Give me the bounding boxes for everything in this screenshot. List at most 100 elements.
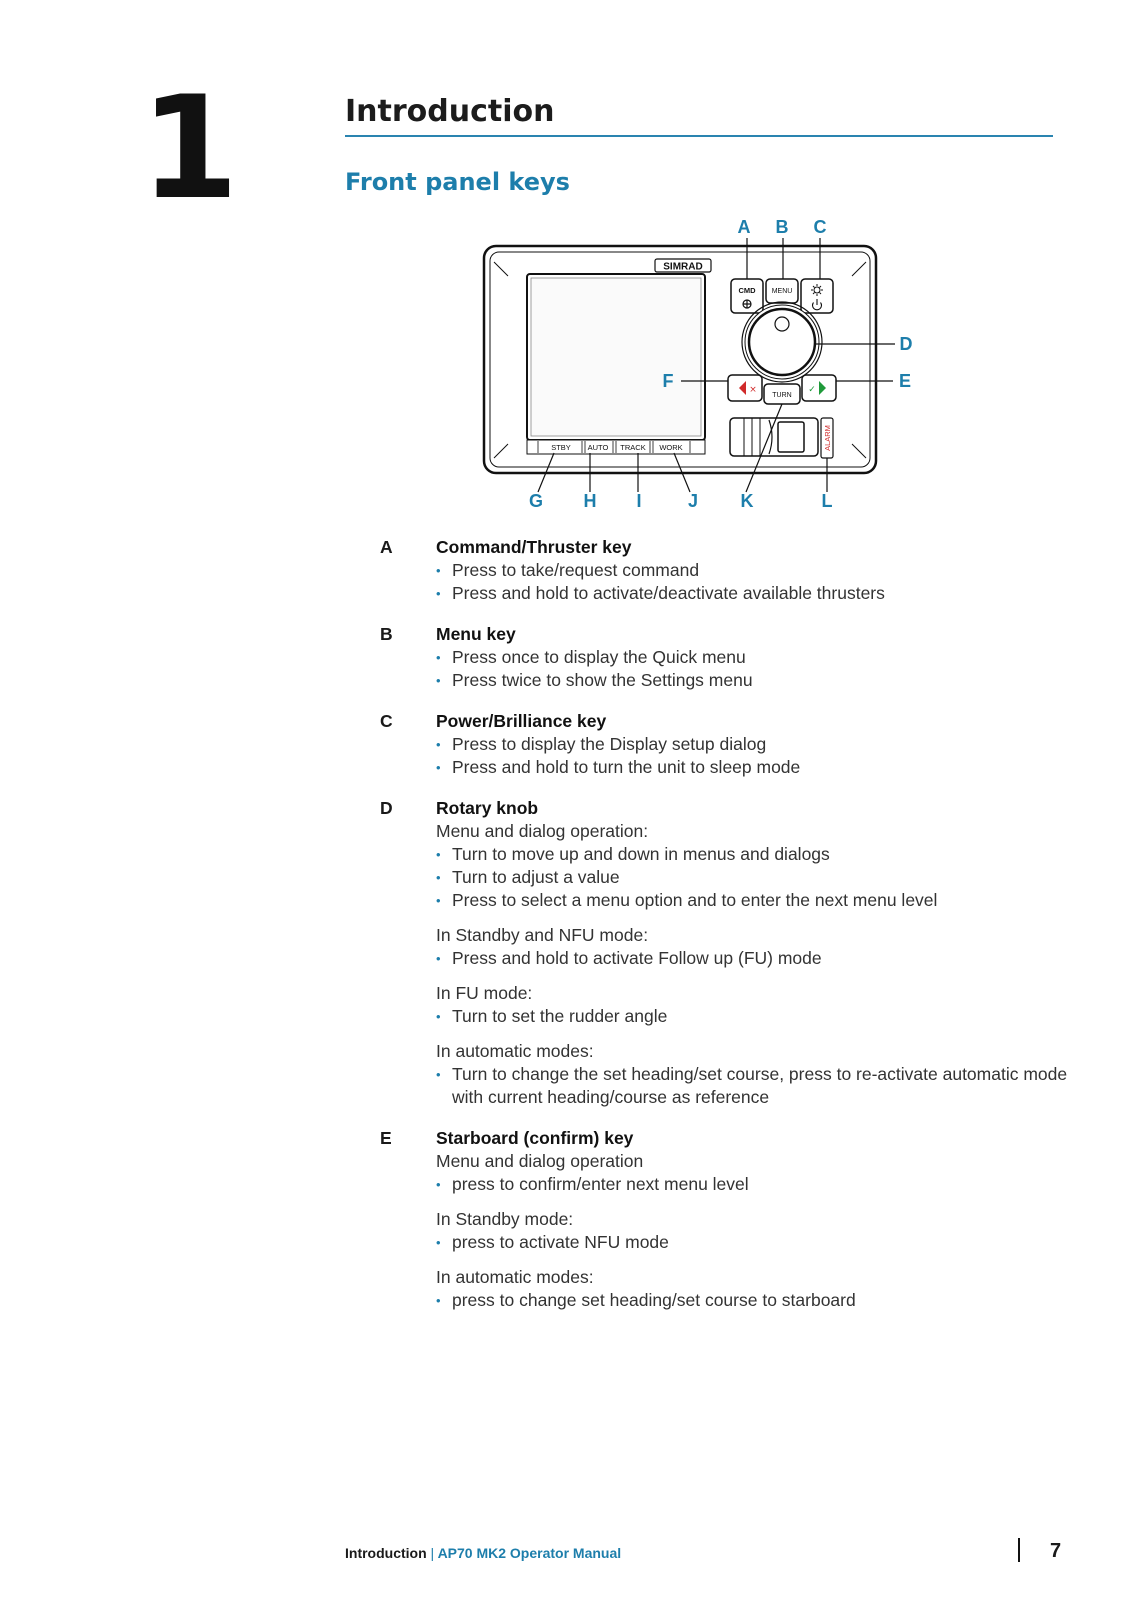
alarm-label: ALARM (823, 425, 832, 451)
bullet-list: press to change set heading/set course t… (436, 1289, 1080, 1312)
turn-key-label: TURN (772, 392, 791, 399)
page-title: Introduction (345, 94, 555, 129)
entry-body: Power/Brilliance keyPress to display the… (436, 710, 1080, 779)
bullet-list: Press once to display the Quick menuPres… (436, 646, 1080, 692)
bullet-item: Turn to move up and down in menus and di… (436, 843, 1080, 866)
bullet-list: Turn to move up and down in menus and di… (436, 843, 1080, 912)
entry-text: In automatic modes: (436, 1267, 594, 1287)
bullet-item: Turn to adjust a value (436, 866, 1080, 889)
bullet-item: press to confirm/enter next menu level (436, 1173, 1080, 1196)
bullet-item: Press once to display the Quick menu (436, 646, 1080, 669)
brand-logo: SIMRAD (663, 262, 702, 273)
entry-title: Power/Brilliance key (436, 711, 607, 731)
menu-key[interactable] (765, 278, 799, 304)
entry: A Command/Thruster keyPress to take/reque… (380, 536, 1080, 605)
entry-text: In Standby and NFU mode: (436, 925, 649, 945)
softkey-track[interactable]: TRACK (620, 443, 645, 452)
bullet-item: Press to take/request command (436, 559, 1080, 582)
card-slot[interactable] (729, 417, 819, 457)
callout-j: J (688, 491, 698, 510)
callout-k: K (741, 491, 754, 510)
bullet-item: Turn to change the set heading/set cours… (436, 1063, 1080, 1109)
softkey-auto[interactable]: AUTO (588, 443, 609, 452)
callout-c: C (814, 217, 827, 237)
bullet-list: Press to take/request commandPress and h… (436, 559, 1080, 605)
bullet-item: Press and hold to activate Follow up (FU… (436, 947, 1080, 970)
entry-letter: D (380, 798, 393, 818)
softkey-work[interactable]: WORK (659, 443, 682, 452)
entry-block: In Standby and NFU mode:Press and hold t… (436, 924, 1080, 970)
entry-letter: A (380, 537, 393, 557)
softkey-stby[interactable]: STBY (551, 443, 571, 452)
entry-text: In Standby mode: (436, 1209, 574, 1229)
chapter-number: 1 (140, 66, 239, 231)
bullet-list: Press and hold to activate Follow up (FU… (436, 947, 1080, 970)
entry: C Power/Brilliance keyPress to display th… (380, 710, 1080, 779)
callout-d: D (900, 334, 913, 354)
bullet-list: press to activate NFU mode (436, 1231, 1080, 1254)
footer-section: Introduction (345, 1545, 427, 1561)
front-panel-diagram: SIMRAD STBY AUTO TRACK WORK CMD MENU (482, 217, 913, 510)
callout-b: B (776, 217, 789, 237)
entry-block: Menu and dialog operation:Turn to move u… (436, 820, 1080, 912)
thruster-icon (742, 299, 752, 309)
callout-h: H (584, 491, 597, 510)
entry-block: Press once to display the Quick menuPres… (436, 646, 1080, 692)
entry-text: Menu and dialog operation (436, 1151, 644, 1171)
section-title: Front panel keys (345, 168, 570, 196)
key-descriptions: A Command/Thruster keyPress to take/reque… (380, 536, 1080, 1330)
entry-block: Press to display the Display setup dialo… (436, 733, 1080, 779)
entry-title: Starboard (confirm) key (436, 1128, 634, 1148)
entry-block: Menu and dialog operationpress to confir… (436, 1150, 1080, 1196)
entry-block: In Standby mode:press to activate NFU mo… (436, 1208, 1080, 1254)
bullet-item: Turn to set the rudder angle (436, 1005, 1080, 1028)
page-number: 7 (1050, 1540, 1062, 1562)
footer-separator: | (430, 1545, 435, 1561)
entry-text: Menu and dialog operation: (436, 821, 649, 841)
callout-l: L (822, 491, 833, 510)
entry-letter: B (380, 624, 393, 644)
brilliance-icon (811, 284, 823, 296)
entry-body: Command/Thruster keyPress to take/reques… (436, 536, 1080, 605)
bullet-item: Press and hold to turn the unit to sleep… (436, 756, 1080, 779)
bullet-item: Press and hold to activate/deactivate av… (436, 582, 1080, 605)
rotary-knob[interactable] (741, 301, 823, 383)
entry-text: In FU mode: (436, 983, 533, 1003)
port-arrow-icon (739, 381, 746, 395)
callout-i: I (636, 491, 641, 510)
footer-manual-title: AP70 MK2 Operator Manual (437, 1545, 622, 1561)
entry-block: In automatic modes:Turn to change the se… (436, 1040, 1080, 1109)
starboard-arrow-icon (819, 381, 826, 395)
entry-block: In FU mode:Turn to set the rudder angle (436, 982, 1080, 1028)
bullet-item: Press to display the Display setup dialo… (436, 733, 1080, 756)
bullet-item: Press twice to show the Settings menu (436, 669, 1080, 692)
entry-letter: C (380, 711, 393, 731)
callout-e: E (899, 371, 911, 391)
power-icon (811, 299, 823, 311)
entry-body: Menu keyPress once to display the Quick … (436, 623, 1080, 692)
entry-text: In automatic modes: (436, 1041, 594, 1061)
title-rule (345, 135, 1053, 137)
cancel-icon: × (749, 385, 757, 395)
bullet-list: Press to display the Display setup dialo… (436, 733, 1080, 779)
entry-title: Rotary knob (436, 798, 539, 818)
bullet-list: press to confirm/enter next menu level (436, 1173, 1080, 1196)
footer-divider (1018, 1538, 1020, 1562)
menu-key-label: MENU (772, 288, 793, 295)
callout-f: F (663, 371, 674, 391)
bullet-list: Turn to change the set heading/set cours… (436, 1063, 1080, 1109)
entry: B Menu keyPress once to display the Quick… (380, 623, 1080, 692)
callout-g: G (529, 491, 543, 510)
entry-letter: E (380, 1128, 392, 1148)
bullet-list: Turn to set the rudder angle (436, 1005, 1080, 1028)
bullet-item: press to activate NFU mode (436, 1231, 1080, 1254)
entry-title: Menu key (436, 624, 516, 644)
confirm-icon: ✓ (808, 385, 816, 395)
entry-block: Press to take/request commandPress and h… (436, 559, 1080, 605)
footer: Introduction | AP70 MK2 Operator Manual (345, 1545, 621, 1561)
callout-a: A (738, 217, 751, 237)
